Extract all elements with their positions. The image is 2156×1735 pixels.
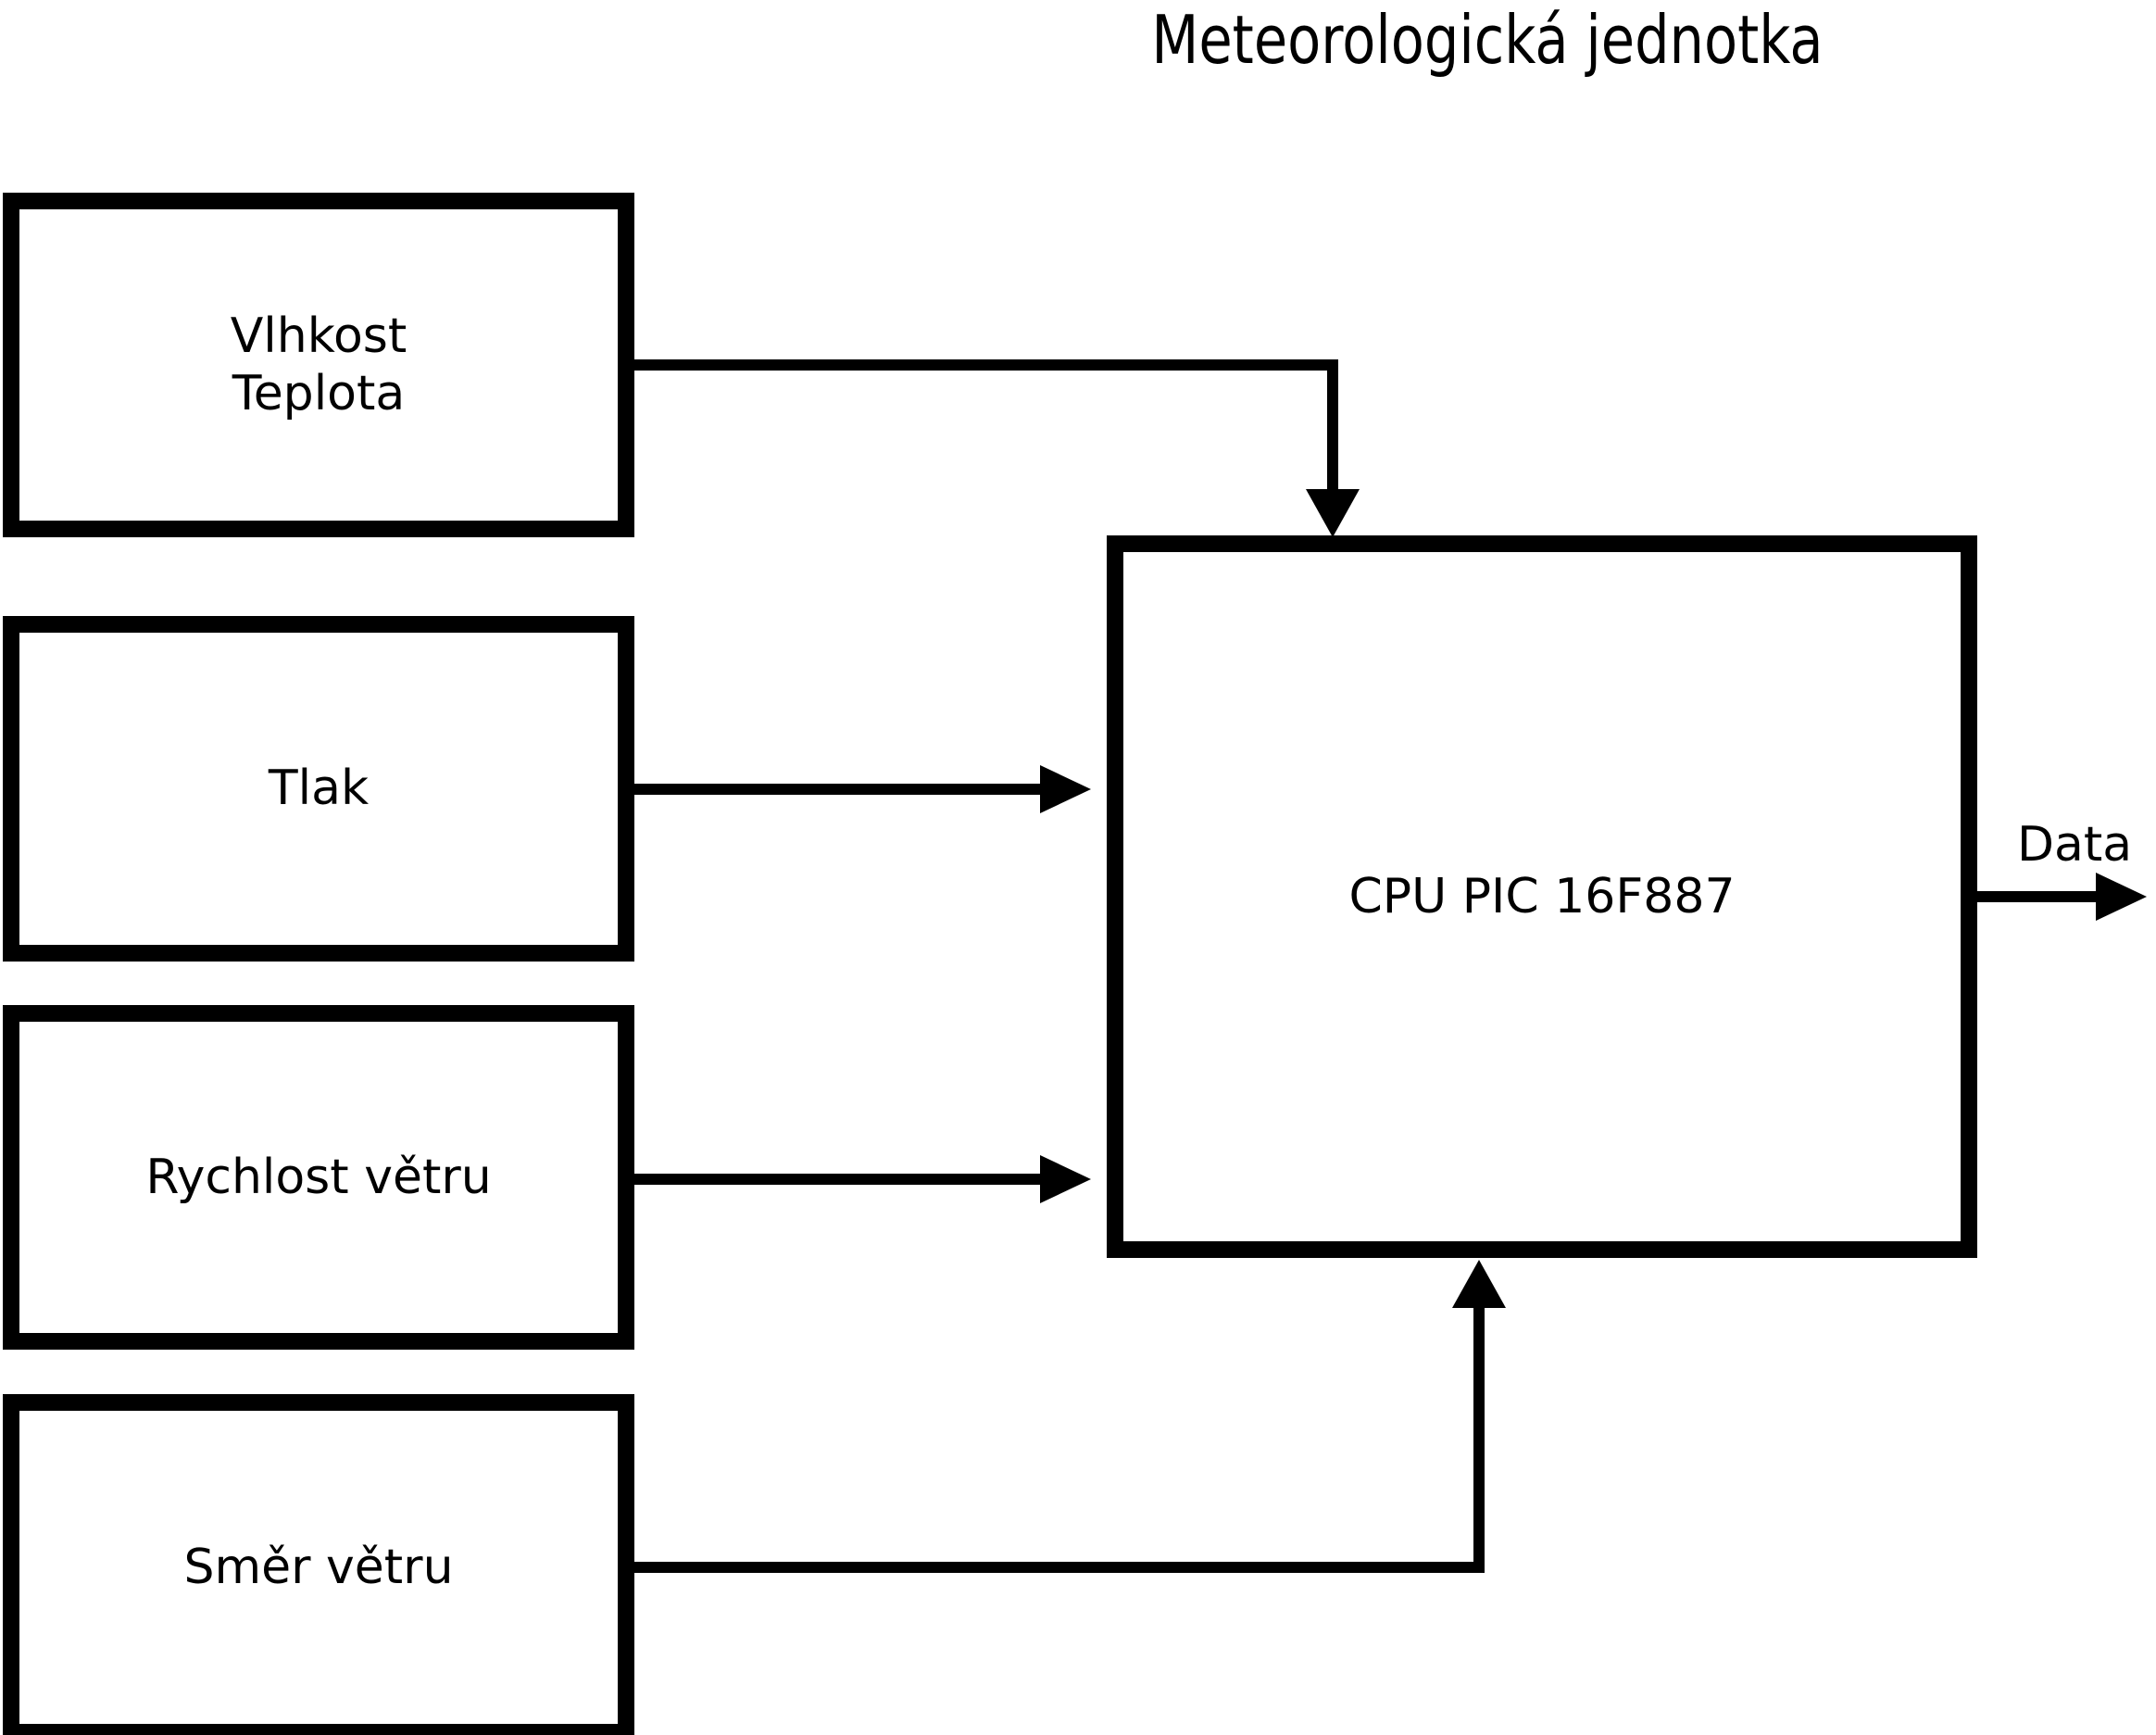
- sensor-box-humidity-temperature-label: Vlhkost Teplota: [231, 308, 407, 423]
- cpu-label: CPU PIC 16F887: [1348, 868, 1736, 924]
- arrowhead-right-icon: [1040, 765, 1091, 813]
- pressure-label: Tlak: [268, 761, 370, 817]
- wind-direction-label: Směr větru: [183, 1539, 454, 1595]
- diagram-title: Meteorologická jednotka: [1151, 1, 1824, 79]
- sensor-box-pressure: Tlak: [3, 616, 634, 962]
- connector-wind-speed-to-cpu: [634, 1174, 1042, 1185]
- connector-wind-direction-to-cpu-vertical: [1473, 1306, 1485, 1573]
- sensor-box-humidity-temperature: Vlhkost Teplota: [3, 193, 634, 537]
- arrowhead-down-icon: [1306, 489, 1360, 537]
- arrowhead-right-icon: [2096, 873, 2147, 921]
- cpu-box: CPU PIC 16F887: [1107, 535, 1977, 1258]
- connector-humidity-to-cpu-vertical: [1327, 359, 1338, 491]
- sensor-box-wind-direction: Směr větru: [3, 1394, 634, 1735]
- connector-humidity-to-cpu-horizontal: [634, 359, 1338, 371]
- wind-speed-label: Rychlost větru: [145, 1149, 492, 1205]
- arrowhead-right-icon: [1040, 1155, 1091, 1203]
- connector-pressure-to-cpu: [634, 784, 1042, 795]
- connector-cpu-to-data-output: [1977, 891, 2098, 902]
- arrowhead-up-icon: [1452, 1260, 1506, 1308]
- sensor-box-wind-speed: Rychlost větru: [3, 1005, 634, 1350]
- connector-wind-direction-to-cpu-horizontal: [634, 1562, 1485, 1573]
- temperature-label: Teplota: [232, 366, 406, 421]
- data-output-label: Data: [2017, 817, 2133, 873]
- humidity-label: Vlhkost: [230, 308, 407, 364]
